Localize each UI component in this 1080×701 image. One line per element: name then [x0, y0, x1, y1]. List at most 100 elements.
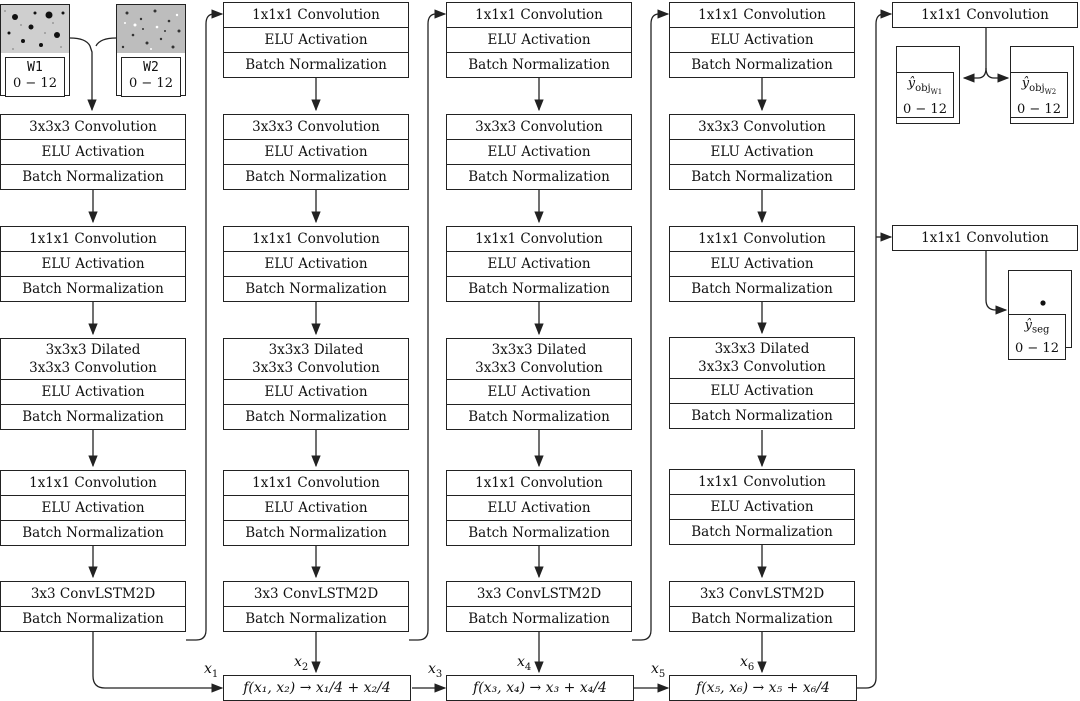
- c4-elu-2: ELU Activation: [670, 251, 854, 276]
- c2-block-conv3: 3x3x3 Convolution ELU Activation Batch N…: [223, 114, 409, 190]
- c4-bn-2: Batch Normalization: [670, 276, 854, 301]
- c3-bn-0: Batch Normalization: [447, 52, 631, 77]
- c4-bn-4: Batch Normalization: [670, 519, 854, 544]
- c2-lstm: 3x3 ConvLSTM2D: [253, 586, 379, 602]
- edge-c3-c4: [632, 9, 670, 641]
- c4-block-lstm: 3x3 ConvLSTM2D Batch Normalization: [669, 581, 855, 632]
- c2-bn-5: Batch Normalization: [224, 606, 408, 631]
- fusion-2: f(x₃, x₄) → x₃ + x₄/4: [446, 675, 634, 701]
- c3-dilated: 3x3x3 Dilated 3x3x3 Convolution: [447, 339, 631, 379]
- c2-conv1-b: 1x1x1 Convolution: [252, 475, 380, 491]
- c3-elu-4: ELU Activation: [447, 495, 631, 520]
- input-w1-image: [1, 5, 69, 53]
- output-obj-w2-label: ŷobjW2 0 − 12: [1010, 72, 1068, 118]
- c4-bn-5: Batch Normalization: [670, 606, 854, 631]
- c2-bn-1: Batch Normalization: [224, 164, 408, 189]
- input-w1-range: 0 − 12: [13, 76, 57, 91]
- c1-elu-3: ELU Activation: [1, 379, 185, 404]
- c2-block-dilated: 3x3x3 Dilated 3x3x3 Convolution ELU Acti…: [223, 338, 409, 430]
- output-obj-w2: ŷobjW2 0 − 12: [1010, 46, 1080, 136]
- label-x1: x1: [204, 661, 219, 680]
- c3-elu-2: ELU Activation: [447, 251, 631, 276]
- c1-bn-1: Batch Normalization: [1, 164, 185, 189]
- c2-elu-1: ELU Activation: [224, 139, 408, 164]
- c2-elu-3: ELU Activation: [224, 379, 408, 404]
- c2-dilated: 3x3x3 Dilated 3x3x3 Convolution: [224, 339, 408, 379]
- c1-conv1-b: 1x1x1 Convolution: [29, 475, 157, 491]
- c2-block-conv1-top: 1x1x1 Convolution ELU Activation Batch N…: [223, 2, 409, 78]
- c3-block-conv1-top: 1x1x1 Convolution ELU Activation Batch N…: [446, 2, 632, 78]
- c3-dilated-line2: 3x3x3 Convolution: [475, 360, 603, 376]
- c2-elu-4: ELU Activation: [224, 495, 408, 520]
- input-w2-card: W2 0 − 12: [116, 4, 186, 97]
- c1-block-conv1-a: 1x1x1 Convolution ELU Activation Batch N…: [0, 226, 186, 302]
- c4-dilated-line1: 3x3x3 Dilated: [714, 341, 810, 357]
- edge-c1-c2: [186, 9, 224, 641]
- label-x2: x2: [294, 654, 309, 673]
- c4-lstm: 3x3 ConvLSTM2D: [699, 586, 825, 602]
- c1-bn-2: Batch Normalization: [1, 276, 185, 301]
- c1-conv1-a: 1x1x1 Convolution: [29, 231, 157, 247]
- fusion-1: f(x₁, x₂) → x₁/4 + x₂/4: [223, 675, 411, 701]
- c2-bn-2: Batch Normalization: [224, 276, 408, 301]
- c4-conv1-a: 1x1x1 Convolution: [698, 231, 826, 247]
- input-w1-card: W1 0 − 12: [0, 4, 70, 97]
- c2-elu-0: ELU Activation: [224, 27, 408, 52]
- c4-block-dilated: 3x3x3 Dilated 3x3x3 Convolution ELU Acti…: [669, 337, 855, 429]
- c1-block-lstm: 3x3 ConvLSTM2D Batch Normalization: [0, 581, 186, 632]
- c4-bn-1: Batch Normalization: [670, 164, 854, 189]
- head-obj-conv-label: 1x1x1 Convolution: [921, 7, 1049, 23]
- label-x6: x6: [740, 654, 755, 673]
- c1-conv3: 3x3x3 Convolution: [29, 119, 157, 135]
- c1-bn-4: Batch Normalization: [1, 520, 185, 545]
- c4-block-conv1-b: 1x1x1 Convolution ELU Activation Batch N…: [669, 469, 855, 545]
- c3-bn-1: Batch Normalization: [447, 164, 631, 189]
- c4-block-conv3: 3x3x3 Convolution ELU Activation Batch N…: [669, 114, 855, 190]
- c2-elu-2: ELU Activation: [224, 251, 408, 276]
- c3-block-conv3: 3x3x3 Convolution ELU Activation Batch N…: [446, 114, 632, 190]
- c2-dilated-line1: 3x3x3 Dilated: [268, 342, 364, 358]
- c3-conv3: 3x3x3 Convolution: [475, 119, 603, 135]
- input-w2-label-box: W2 0 − 12: [121, 57, 181, 97]
- input-w2-label: W2: [143, 60, 159, 75]
- c3-bn-4: Batch Normalization: [447, 520, 631, 545]
- c4-conv1-b: 1x1x1 Convolution: [698, 474, 826, 490]
- output-obj-w1: ŷobjW1 0 − 12: [896, 46, 966, 136]
- fusion-3: f(x₅, x₆) → x₅ + x₆/4: [669, 675, 857, 701]
- edge-obj-split-2: [985, 67, 1010, 83]
- c2-bn-4: Batch Normalization: [224, 520, 408, 545]
- c3-elu-3: ELU Activation: [447, 379, 631, 404]
- c2-bn-0: Batch Normalization: [224, 52, 408, 77]
- c1-bn-3: Batch Normalization: [1, 404, 185, 429]
- edge-c1-fuse: [92, 630, 224, 693]
- c2-conv1-a: 1x1x1 Convolution: [252, 231, 380, 247]
- c2-dilated-line2: 3x3x3 Convolution: [252, 360, 380, 376]
- c3-bn-2: Batch Normalization: [447, 276, 631, 301]
- c3-block-dilated: 3x3x3 Dilated 3x3x3 Convolution ELU Acti…: [446, 338, 632, 430]
- c3-lstm: 3x3 ConvLSTM2D: [476, 586, 602, 602]
- c2-conv3: 3x3x3 Convolution: [252, 119, 380, 135]
- input-w2-image: [117, 5, 185, 53]
- label-x5: x5: [651, 661, 666, 680]
- c1-elu-2: ELU Activation: [1, 251, 185, 276]
- c3-bn-3: Batch Normalization: [447, 404, 631, 429]
- edge-input-w1: [69, 37, 97, 112]
- head-seg-conv: 1x1x1 Convolution: [892, 225, 1078, 251]
- c4-elu-1: ELU Activation: [670, 139, 854, 164]
- c3-block-conv1-b: 1x1x1 Convolution ELU Activation Batch N…: [446, 470, 632, 546]
- c3-block-lstm: 3x3 ConvLSTM2D Batch Normalization: [446, 581, 632, 632]
- c4-elu-4: ELU Activation: [670, 494, 854, 519]
- c4-block-conv1-top: 1x1x1 Convolution ELU Activation Batch N…: [669, 2, 855, 78]
- head-seg-conv-label: 1x1x1 Convolution: [921, 230, 1049, 246]
- c3-bn-5: Batch Normalization: [447, 606, 631, 631]
- input-w2-range: 0 − 12: [129, 76, 173, 91]
- c1-dilated: 3x3x3 Dilated 3x3x3 Convolution: [1, 339, 185, 379]
- edge-seg-out: [985, 250, 1008, 315]
- c3-conv1-a: 1x1x1 Convolution: [475, 231, 603, 247]
- output-seg-dot: [1040, 300, 1046, 306]
- output-obj-w1-dot: [897, 47, 959, 73]
- c1-elu-4: ELU Activation: [1, 495, 185, 520]
- input-w1-label-box: W1 0 − 12: [5, 57, 65, 97]
- c3-conv1-top: 1x1x1 Convolution: [475, 7, 603, 23]
- c2-block-lstm: 3x3 ConvLSTM2D Batch Normalization: [223, 581, 409, 632]
